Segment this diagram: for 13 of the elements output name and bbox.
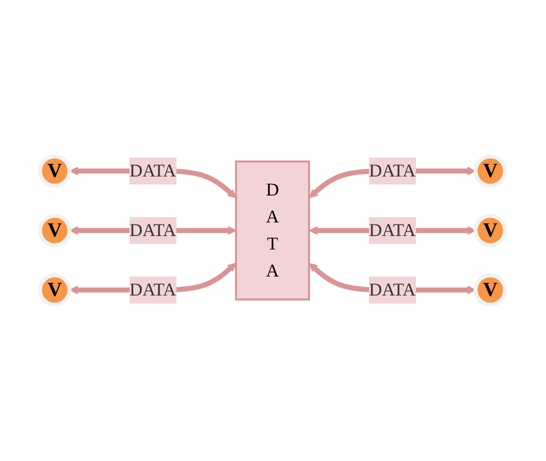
edge-label: DATA — [370, 279, 416, 300]
edge-label: DATA — [370, 160, 416, 181]
node-circle: V — [474, 273, 508, 307]
node-circle: V — [474, 154, 508, 188]
edge-label: DATA — [130, 279, 176, 300]
node-circle: V — [38, 273, 72, 307]
edge-label: DATA — [130, 220, 176, 240]
node-circle: V — [38, 214, 72, 248]
node-circle: V — [474, 214, 508, 248]
node-box: D A T A — [236, 160, 310, 300]
node-circle: V — [38, 154, 72, 188]
edge-label: DATA — [370, 220, 416, 240]
edge-label: DATA — [130, 160, 176, 181]
